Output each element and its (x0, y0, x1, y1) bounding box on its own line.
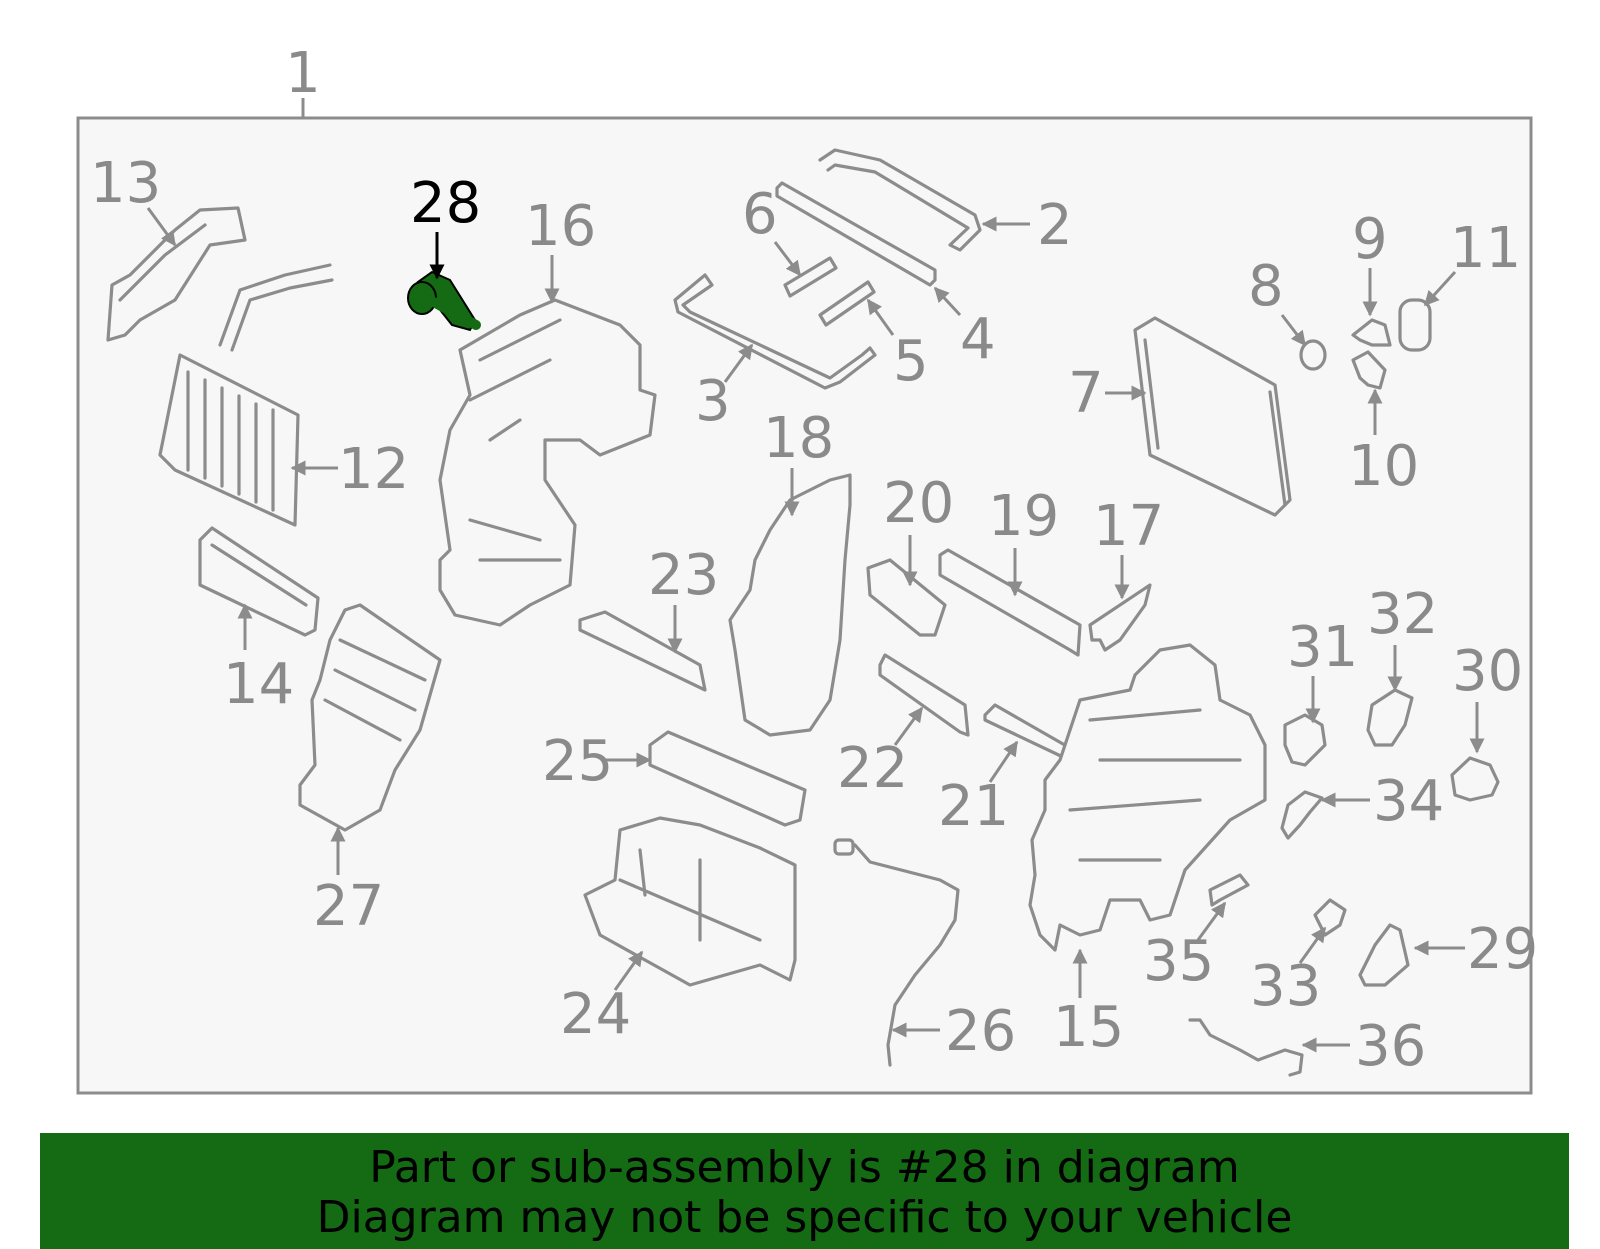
callout-4: 4 (960, 307, 996, 372)
notice-banner: Part or sub-assembly is #28 in diagram D… (40, 1133, 1569, 1249)
callout-1: 1 (285, 41, 321, 106)
part-24-lower-case (583, 816, 797, 987)
callout-26: 26 (945, 999, 1016, 1064)
leader-3 (723, 343, 754, 383)
callout-25: 25 (542, 729, 613, 794)
part-36-harness (1188, 1018, 1304, 1077)
callout-35: 35 (1143, 929, 1214, 994)
part-10-clip (1351, 350, 1387, 390)
leader-11 (1423, 270, 1457, 307)
part-12-heater-core (158, 263, 334, 527)
callout-33: 33 (1250, 954, 1321, 1019)
leader-22 (893, 706, 924, 746)
callout-2: 2 (1037, 193, 1073, 258)
part-15-main-case (1028, 643, 1267, 952)
callout-28: 28 (410, 171, 481, 236)
part-8-oring (1299, 339, 1327, 371)
callout-31: 31 (1287, 615, 1358, 680)
callout-36: 36 (1355, 1014, 1426, 1079)
callout-8: 8 (1248, 254, 1284, 319)
callout-17: 17 (1093, 494, 1164, 559)
callout-22: 22 (837, 736, 908, 801)
leader-24 (613, 950, 644, 991)
leader-35 (1196, 901, 1227, 941)
callout-16: 16 (525, 194, 596, 259)
callout-15: 15 (1053, 995, 1124, 1060)
part-17-bracket (1088, 583, 1152, 652)
callout-32: 32 (1367, 582, 1438, 647)
part-14-plate (198, 526, 320, 637)
part-3-seal (673, 273, 877, 390)
part-26-sensor (833, 838, 960, 1067)
leader-33 (1298, 926, 1327, 964)
leader-8 (1280, 314, 1307, 347)
leader-21 (988, 740, 1019, 783)
callout-24: 24 (560, 982, 631, 1047)
part-4-seal (775, 181, 937, 287)
part-16-upper-case (438, 298, 657, 627)
part-28-bolt (407, 270, 481, 332)
part-11-grommet (1398, 298, 1432, 352)
part-6-seal (783, 256, 838, 298)
callout-10: 10 (1348, 434, 1419, 499)
callout-27: 27 (313, 874, 384, 939)
part-9-clip (1351, 318, 1392, 347)
callout-5: 5 (893, 329, 929, 394)
part-18-case-part (728, 473, 852, 737)
leader-6 (773, 241, 802, 277)
callout-21: 21 (938, 774, 1009, 839)
callout-11: 11 (1450, 216, 1521, 281)
part-20-actuator (866, 558, 947, 637)
callout-6: 6 (742, 182, 778, 247)
callout-20: 20 (883, 471, 954, 536)
part-30-actuator (1450, 756, 1500, 802)
leader-5 (866, 298, 895, 336)
leader-4 (933, 286, 962, 317)
part-22-door (878, 653, 970, 737)
part-29-actuator (1358, 923, 1410, 987)
callout-12: 12 (338, 437, 409, 502)
callout-29: 29 (1467, 917, 1538, 982)
callout-18: 18 (763, 406, 834, 471)
part-7-evaporator (1133, 316, 1292, 517)
callout-13: 13 (90, 151, 161, 216)
callout-34: 34 (1373, 769, 1444, 834)
part-2-seal (818, 148, 982, 252)
part-19-seal-strip (938, 548, 1082, 657)
banner-line-disclaimer: Diagram may not be specific to your vehi… (316, 1192, 1293, 1243)
callout-9: 9 (1352, 207, 1388, 272)
part-23-strip (578, 610, 707, 692)
callout-3: 3 (695, 369, 731, 434)
part-5-seal (818, 280, 876, 327)
part-27-duct (298, 603, 442, 832)
callout-14: 14 (223, 652, 294, 717)
leader-13 (146, 207, 177, 247)
callout-23: 23 (648, 543, 719, 608)
callout-7: 7 (1068, 361, 1104, 426)
part-34-lever (1280, 790, 1324, 840)
banner-line-part: Part or sub-assembly is #28 in diagram (369, 1142, 1240, 1193)
callout-19: 19 (988, 484, 1059, 549)
callout-30: 30 (1452, 639, 1523, 704)
